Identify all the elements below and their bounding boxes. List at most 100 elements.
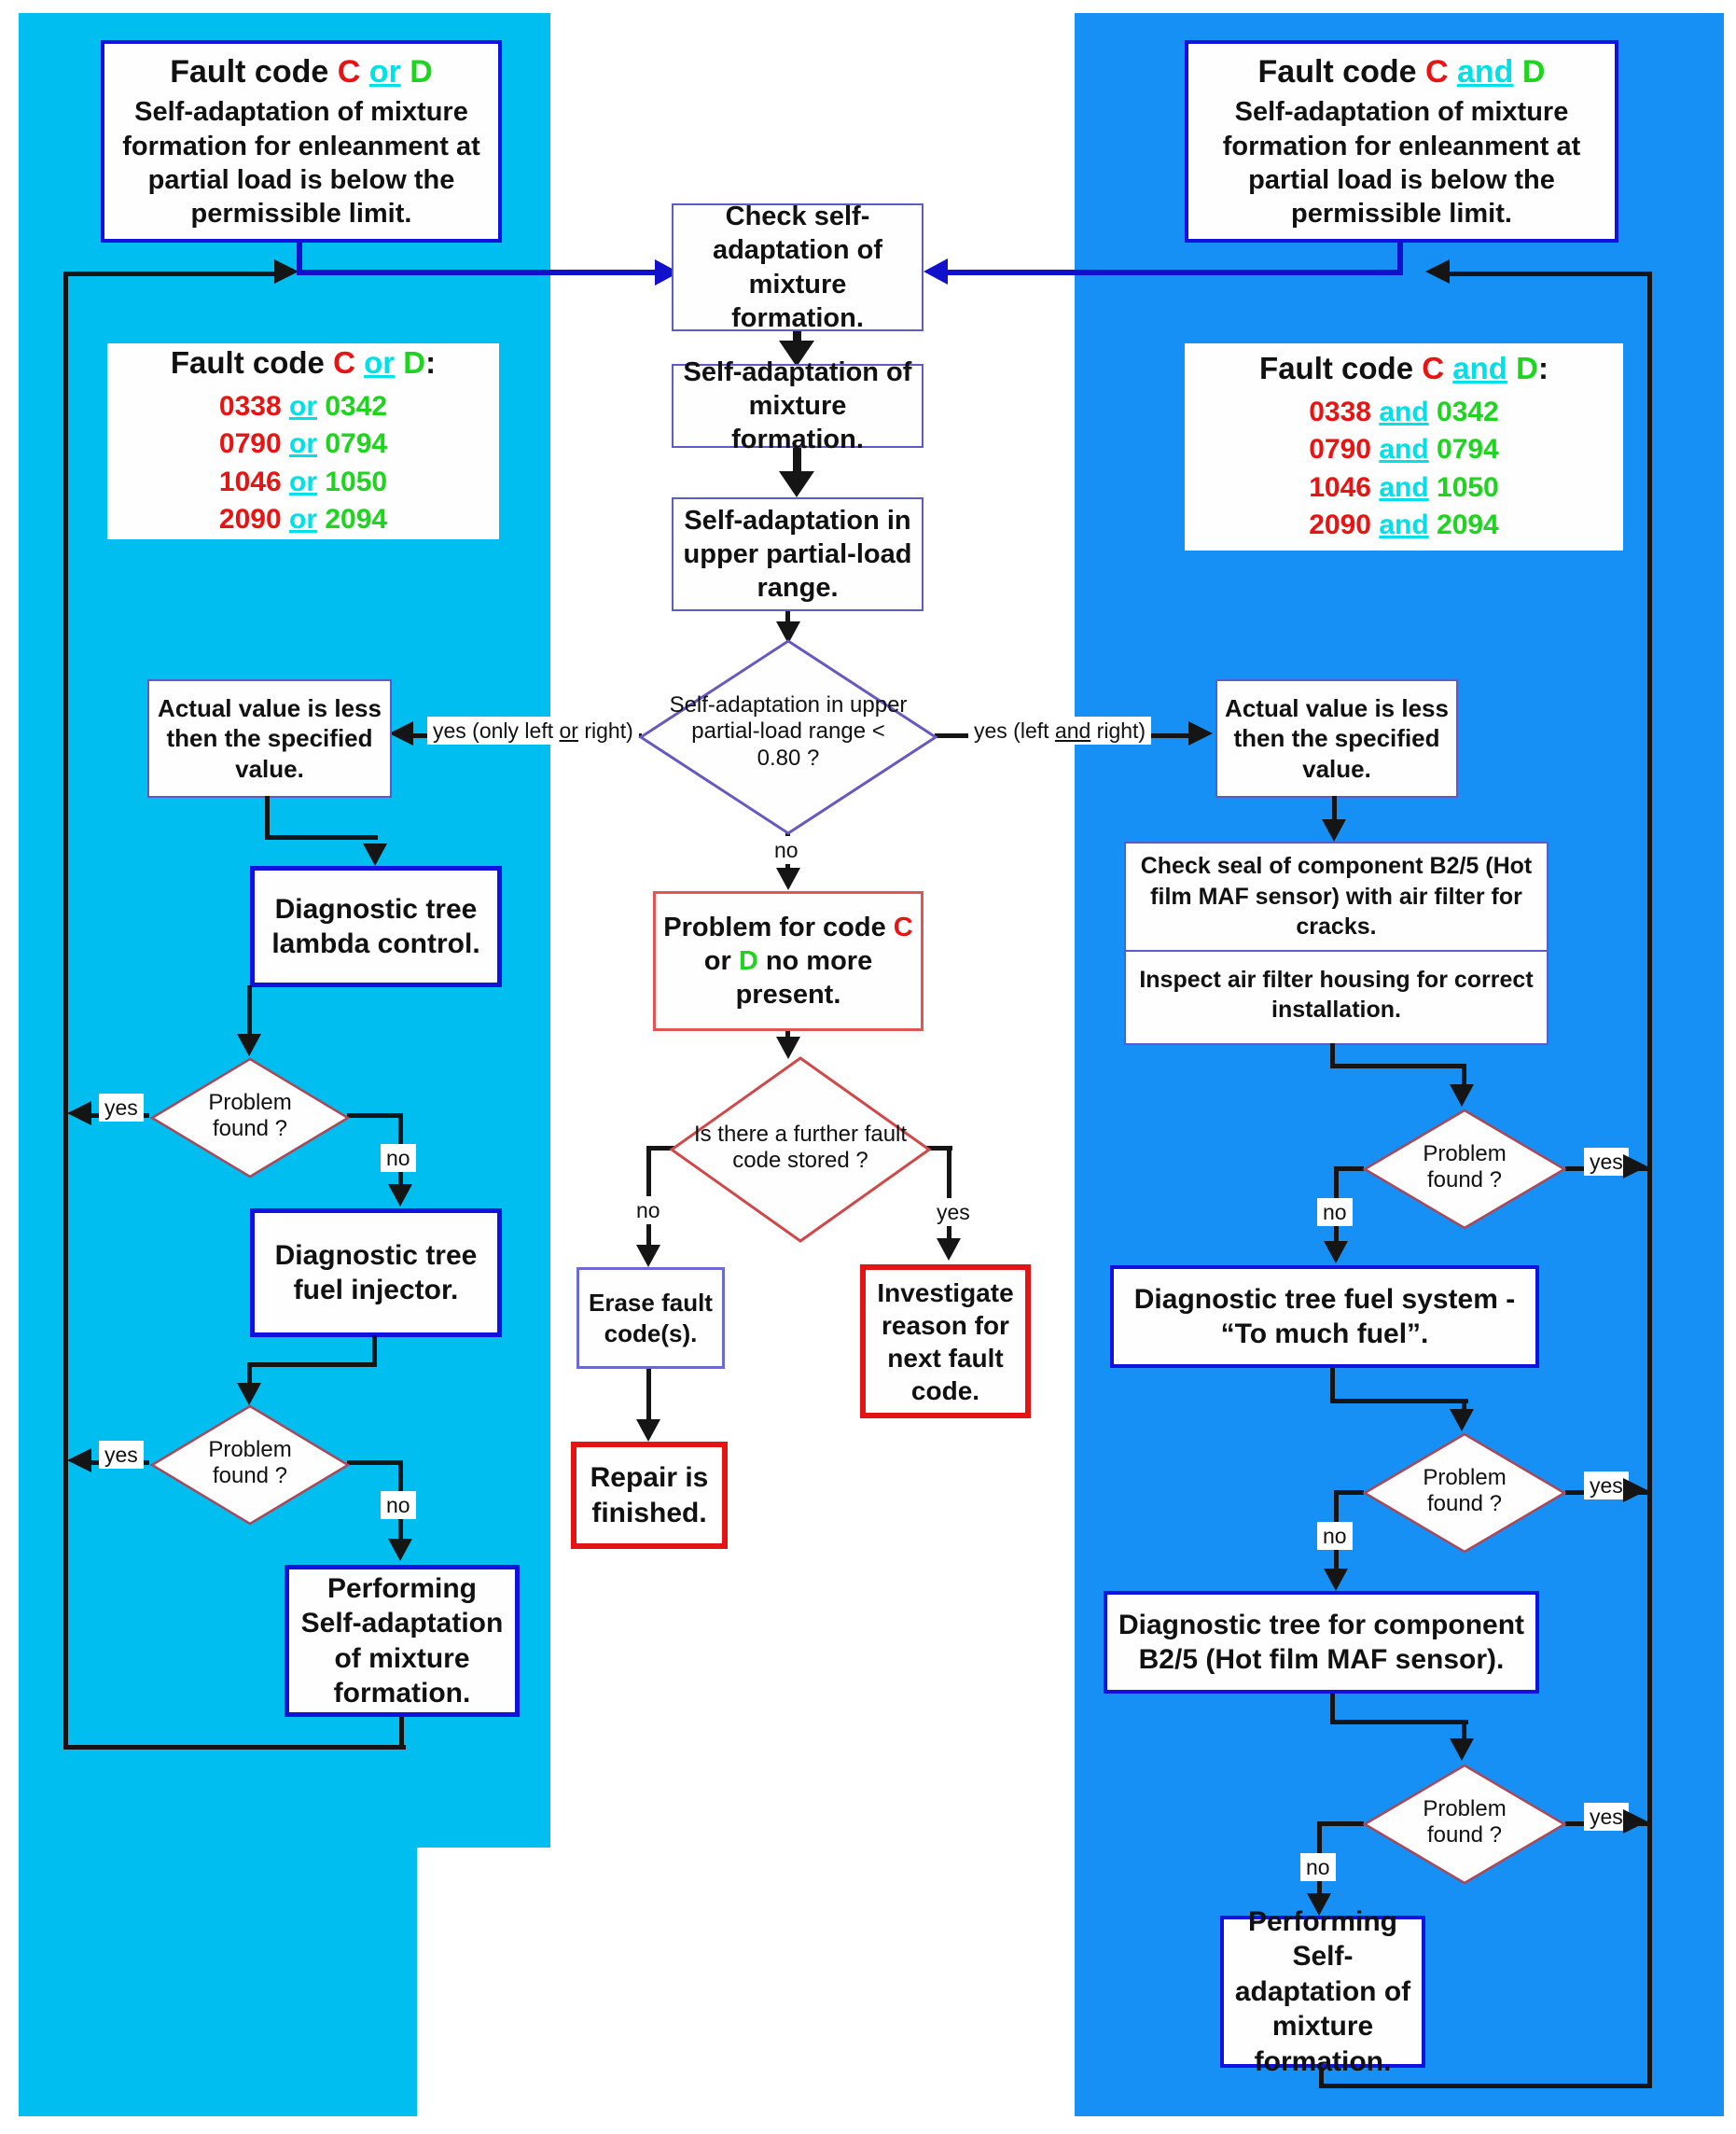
checkseal-exit-hline	[1330, 1064, 1466, 1068]
diamond-l2-no-hline	[347, 1460, 403, 1465]
check-seal-cell: Check seal of component B2/5 (Hot film M…	[1126, 844, 1547, 952]
diamond-r3-no-hline	[1322, 1821, 1364, 1826]
left-top-arrowhead	[274, 259, 299, 284]
checkseal-exit-vline2	[1462, 1064, 1466, 1086]
fuel-system-exit-hline	[1330, 1399, 1468, 1403]
diamond-l2-no-arrowhead	[388, 1539, 412, 1561]
decision2-diamond	[669, 1056, 932, 1243]
problem-to-decision2-line	[785, 1031, 790, 1040]
lambda-entry-arrowhead	[363, 844, 387, 866]
diamond-l2-shape	[149, 1404, 351, 1526]
performing-self-adaptation-right-box: Performing Self-adaptation of mixture fo…	[1220, 1906, 1425, 2077]
diagnostic-tree-fuel-injector-label: Diagnostic tree fuel injector.	[274, 1239, 478, 1306]
fault-code-row: 2090 or 2094	[218, 504, 388, 536]
fault-code-row: 0790 or 0794	[218, 428, 388, 460]
actual-value-right-box: Actual value is less then the specified …	[1215, 679, 1458, 798]
diagnostic-tree-lambda-box: Diagnostic tree lambda control.	[250, 866, 502, 987]
diamond-r1	[1362, 1109, 1567, 1230]
fault-code-list-left-title: Fault code C or D:	[170, 345, 437, 381]
diamond-r2-entry-arrowhead	[1450, 1409, 1474, 1431]
diagnostic-tree-lambda-label: Diagnostic tree lambda control.	[271, 893, 480, 960]
diamond-l1	[149, 1057, 351, 1179]
b25-exit-vline2	[1462, 1720, 1466, 1740]
diamond-r2	[1362, 1432, 1567, 1554]
diamond-r2-yes-label: yes	[1584, 1471, 1629, 1500]
diamond-r1-no-arrowhead	[1324, 1241, 1348, 1263]
actual-value-right-label: Actual value is less then the specified …	[1225, 693, 1449, 783]
decision2-yes-arrowhead	[937, 1238, 961, 1261]
diagnostic-tree-fuel-injector-box: Diagnostic tree fuel injector.	[250, 1208, 502, 1337]
actual-left-exit-vline	[265, 796, 270, 840]
upper-partial-load-box: Self-adaptation in upper partial-load ra…	[672, 497, 924, 611]
b25-exit-hline	[1330, 1720, 1468, 1724]
decision1-no-label: no	[769, 836, 804, 865]
decision2-no-label: no	[631, 1196, 666, 1225]
right-blue-line	[946, 270, 1403, 275]
decision2-diamond-shape	[669, 1056, 932, 1243]
checkseal-exit-vline	[1330, 1043, 1335, 1068]
left-feedback-line	[63, 272, 68, 1750]
diamond-r3-no-arrowhead	[1307, 1893, 1331, 1916]
repair-finished-label: Repair is finished.	[590, 1462, 709, 1528]
investigate-reason-label: Investigate reason for next fault code.	[877, 1277, 1014, 1405]
right-feedback-line	[1647, 272, 1652, 2088]
checkseal-entry-arrowhead	[1322, 819, 1346, 842]
diamond-l1-text: Problem found ?	[208, 1090, 292, 1142]
decision1-right-arrowhead	[1188, 721, 1213, 746]
erase-to-repair-line	[646, 1369, 651, 1421]
fuel-system-exit-vline	[1330, 1368, 1335, 1403]
fault-code-header-left-box: Fault code C or D Self-adaptation of mix…	[101, 40, 502, 243]
upper-to-decision-line	[785, 611, 790, 625]
fault-code-row: 1046 and 1050	[1309, 471, 1499, 503]
decision2-no-vline	[646, 1146, 651, 1245]
diamond-r3-yes-arrowhead	[1623, 1809, 1647, 1834]
diagnostic-tree-b25-label: Diagnostic tree for component B2/5 (Hot …	[1118, 1609, 1525, 1676]
decision2-no-hline	[646, 1146, 674, 1151]
fault-code-header-left-title: Fault code C or D	[170, 53, 433, 90]
left-blue-drop	[297, 241, 302, 272]
diamond-r2-no-hline	[1334, 1490, 1364, 1495]
right-feedback-bottom-line	[1319, 2084, 1652, 2088]
problem-no-more-present-box: Problem for code C or D no more present.	[653, 891, 924, 1031]
repair-finished-box: Repair is finished.	[571, 1442, 728, 1549]
erase-to-repair-arrowhead	[636, 1419, 660, 1442]
center-arrow2-head	[779, 471, 814, 497]
fault-code-header-right-box: Fault code C and D Self-adaptation of mi…	[1185, 40, 1618, 243]
diamond-r3-no-label: no	[1300, 1853, 1336, 1882]
injector-exit-vline	[372, 1335, 377, 1367]
decision1-text: Self-adaptation in upper partial-load ra…	[669, 692, 908, 771]
erase-fault-codes-box: Erase fault code(s).	[576, 1267, 725, 1369]
diamond-l2-entry-arrowhead	[237, 1383, 261, 1405]
check-seal-box: Check seal of component B2/5 (Hot film M…	[1124, 842, 1549, 1045]
diamond-r3-entry-arrowhead	[1450, 1738, 1474, 1761]
fault-code-list-right-box: Fault code C and D: 0338 and 0342 0790 a…	[1185, 343, 1623, 551]
diamond-l1-yes-arrowhead	[67, 1101, 91, 1125]
diamond-l2-yes-label: yes	[99, 1441, 144, 1470]
left-feedback-bottom-line	[63, 1745, 406, 1750]
decision2-text: Is there a further fault code stored ?	[693, 1122, 908, 1174]
actual-right-exit-line	[1332, 796, 1337, 821]
diamond-l1-entry-arrowhead	[237, 1034, 261, 1056]
diagnostic-tree-b25-box: Diagnostic tree for component B2/5 (Hot …	[1104, 1591, 1539, 1694]
diamond-r1-shape	[1362, 1109, 1567, 1230]
diamond-r1-yes-arrowhead	[1623, 1154, 1647, 1179]
diamond-r1-no-label: no	[1317, 1198, 1353, 1227]
diamond-l2-text: Problem found ?	[208, 1437, 292, 1489]
decision2-yes-label: yes	[931, 1198, 976, 1227]
diamond-r1-yes-label: yes	[1584, 1148, 1629, 1177]
fault-code-row: 2090 and 2094	[1309, 509, 1499, 541]
diamond-r3-yes-label: yes	[1584, 1803, 1629, 1832]
decision1-yes-right-label: yes (left and right)	[968, 717, 1152, 746]
fault-code-row: 0338 and 0342	[1309, 396, 1499, 427]
erase-fault-codes-label: Erase fault code(s).	[589, 1289, 713, 1347]
self-adaptation-box: Self-adaptation of mixture formation.	[672, 357, 924, 454]
center-arrow-shaft	[793, 331, 801, 342]
diamond-l1-yes-label: yes	[99, 1094, 144, 1123]
check-self-adaptation-box: Check self-adaptation of mixture formati…	[672, 202, 924, 333]
diamond-r1-entry-arrowhead	[1450, 1084, 1474, 1107]
diamond-l1-no-label: no	[381, 1144, 416, 1173]
investigate-reason-box: Investigate reason for next fault code.	[860, 1264, 1031, 1418]
diamond-r2-shape	[1362, 1432, 1567, 1554]
decision2-yes-hline	[926, 1146, 952, 1151]
actual-value-left-label: Actual value is less then the specified …	[158, 693, 382, 783]
